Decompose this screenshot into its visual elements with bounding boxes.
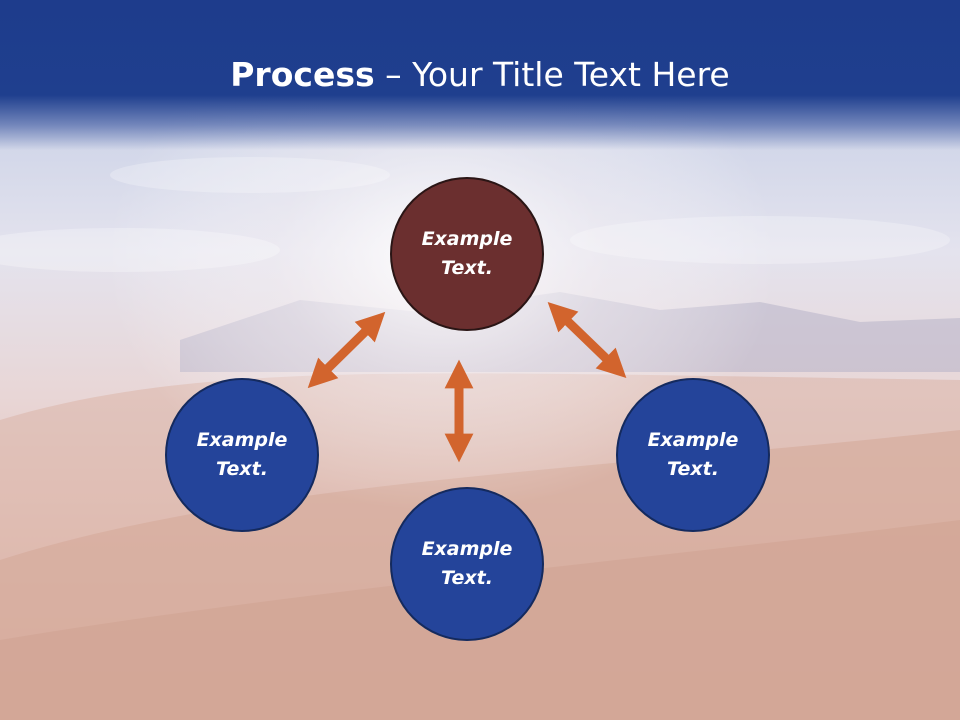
- circle-right: Example Text.: [616, 378, 770, 532]
- title-rest: – Your Title Text Here: [374, 55, 730, 94]
- circle-top: Example Text.: [390, 177, 544, 331]
- circle-bottom: Example Text.: [390, 487, 544, 641]
- title-bar: [0, 0, 960, 150]
- circle-right-text: Example Text.: [647, 429, 739, 480]
- title-bold: Process: [230, 55, 375, 94]
- circle-left-text: Example Text.: [196, 429, 288, 480]
- slide-title: Process – Your Title Text Here: [0, 52, 960, 98]
- arrow-top-right: [547, 301, 627, 379]
- circle-bottom-text: Example Text.: [421, 538, 513, 589]
- circle-top-text: Example Text.: [421, 228, 513, 279]
- circle-left: Example Text.: [165, 378, 319, 532]
- arrow-top-left: [307, 311, 386, 389]
